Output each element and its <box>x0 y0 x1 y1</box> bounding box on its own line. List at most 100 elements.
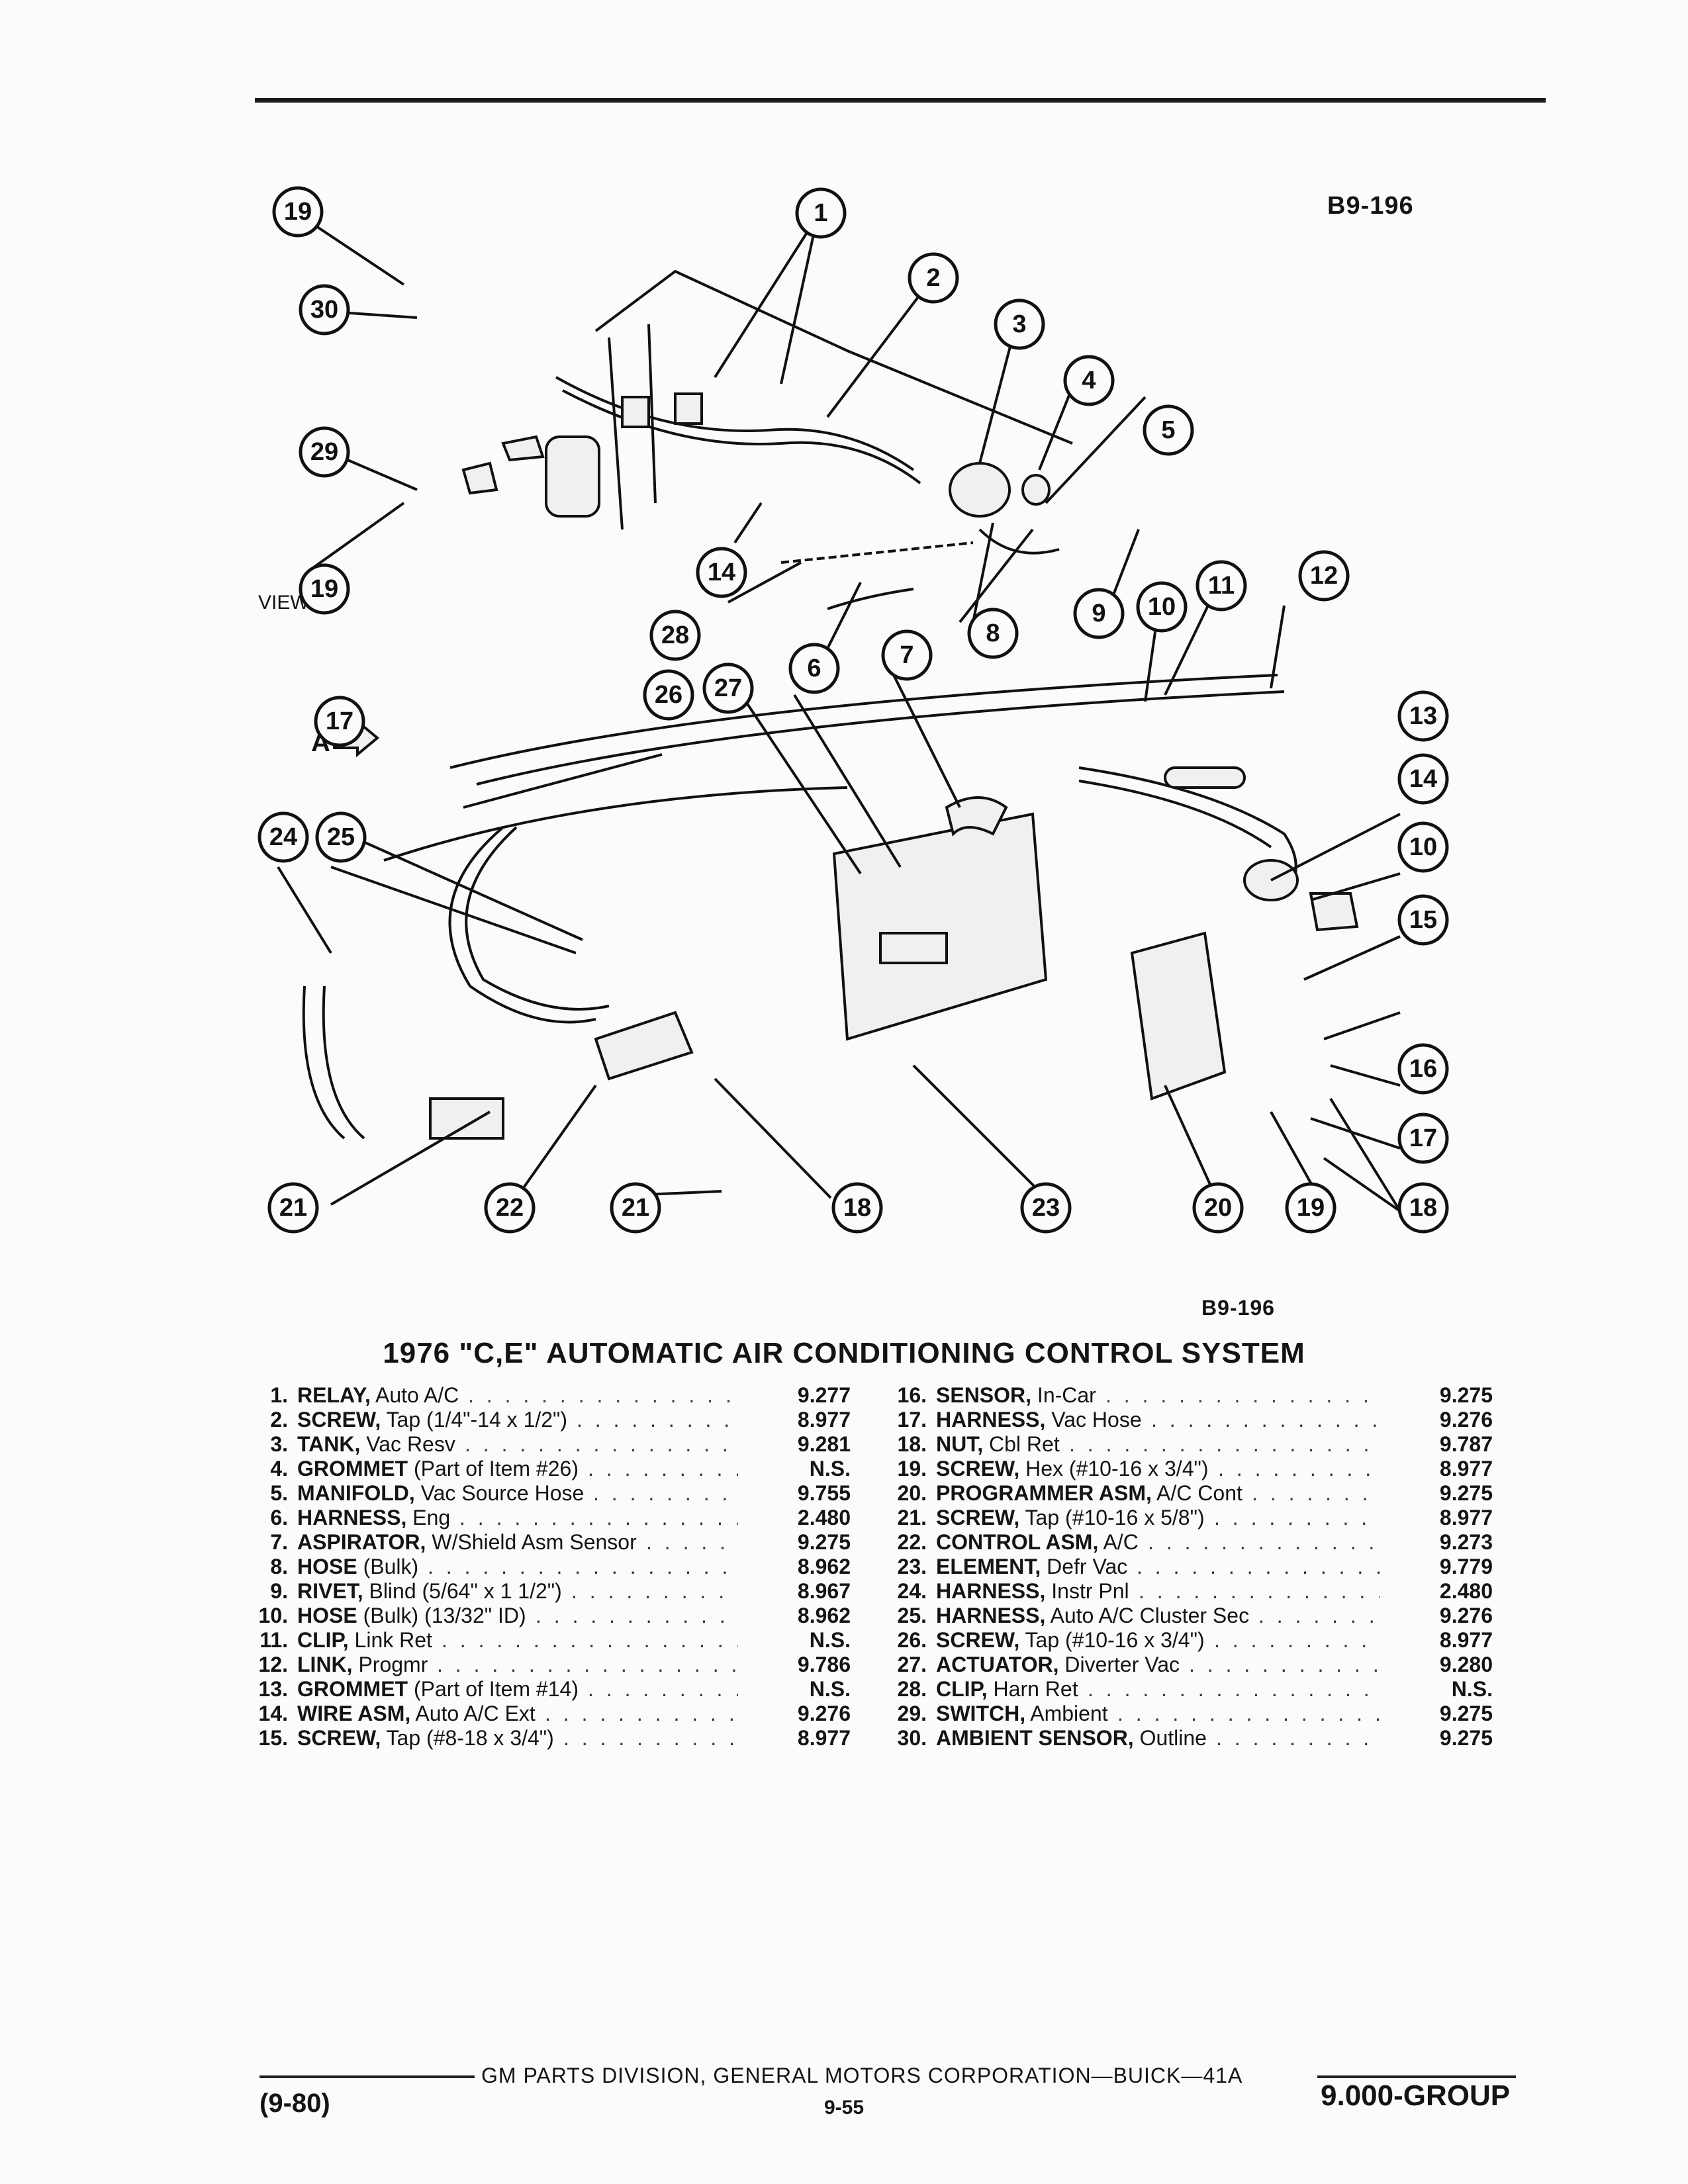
leader-dots: . . . . . . . . . . . . . . . . . . . . … <box>459 1506 738 1529</box>
parts-list-row: 3.TANK, Vac Resv. . . . . . . . . . . . … <box>235 1432 864 1457</box>
svg-text:30: 30 <box>310 296 338 324</box>
vacuum-tank-shape <box>545 435 600 518</box>
item-number: 13. <box>258 1677 288 1701</box>
parts-list-row: 25.HARNESS, Auto A/C Cluster Sec. . . . … <box>874 1604 1509 1628</box>
svg-text:17: 17 <box>326 707 353 735</box>
svg-text:15: 15 <box>1409 906 1437 934</box>
svg-text:4: 4 <box>1082 367 1096 394</box>
item-description: A/C Cont <box>1151 1481 1243 1505</box>
item-name: SWITCH, Ambient <box>936 1702 1108 1725</box>
footer-date-code: (9-80) <box>259 2089 330 2118</box>
parts-list-row: 6.HARNESS, Eng. . . . . . . . . . . . . … <box>235 1506 864 1530</box>
svg-text:18: 18 <box>843 1194 871 1222</box>
svg-text:3: 3 <box>1012 310 1026 338</box>
parts-list-row: 1.RELAY, Auto A/C. . . . . . . . . . . .… <box>235 1383 864 1408</box>
callout-21-a: 21 <box>267 1182 319 1234</box>
parts-list-row: 9.RIVET, Blind (5/64" x 1 1/2"). . . . .… <box>235 1579 864 1604</box>
callout-19-b: 19 <box>299 563 350 615</box>
group-number: 8.967 <box>797 1579 851 1603</box>
item-description: Hex (#10-16 x 3/4") <box>1019 1457 1209 1480</box>
parts-list-row: 19.SCREW, Hex (#10-16 x 3/4"). . . . . .… <box>874 1457 1509 1481</box>
item-name: GROMMET (Part of Item #14) <box>297 1677 579 1701</box>
footer-rule-left <box>259 2075 475 2078</box>
group-number: 9.786 <box>797 1653 851 1676</box>
parts-list-row: 17.HARNESS, Vac Hose. . . . . . . . . . … <box>874 1408 1509 1432</box>
leader-dots: . . . . . . . . . . . . . . . . . . . . … <box>1151 1408 1380 1432</box>
svg-text:8: 8 <box>986 619 1000 647</box>
item-name: WIRE ASM, Auto A/C Ext <box>297 1702 536 1725</box>
svg-text:20: 20 <box>1204 1194 1232 1222</box>
svg-text:28: 28 <box>661 621 689 649</box>
parts-list-row: 24.HARNESS, Instr Pnl. . . . . . . . . .… <box>874 1579 1509 1604</box>
item-description: Tap (#8-18 x 3/4") <box>381 1726 554 1750</box>
item-description: (Part of Item #14) <box>408 1677 579 1701</box>
callout-16: 16 <box>1397 1043 1449 1095</box>
parts-list-row: 13.GROMMET (Part of Item #14). . . . . .… <box>235 1677 864 1702</box>
svg-text:19: 19 <box>284 198 312 226</box>
item-name: HOSE (Bulk) (13/32" ID) <box>297 1604 526 1627</box>
item-number: 5. <box>270 1481 288 1505</box>
callout-18-a: 18 <box>1397 1182 1449 1234</box>
parts-list-row: 11.CLIP, Link Ret. . . . . . . . . . . .… <box>235 1628 864 1653</box>
callout-30: 30 <box>299 284 350 336</box>
leader-dots: . . . . . . . . . . . . . . . . . . . . … <box>468 1383 738 1407</box>
callout-17-b: 17 <box>1397 1113 1449 1164</box>
leader-lines <box>277 217 1401 1212</box>
svg-text:19: 19 <box>1297 1194 1325 1222</box>
svg-text:19: 19 <box>310 575 338 603</box>
svg-text:13: 13 <box>1409 702 1437 730</box>
callout-6: 6 <box>788 643 840 694</box>
item-description: Blind (5/64" x 1 1/2") <box>363 1579 562 1603</box>
svg-text:25: 25 <box>327 823 355 851</box>
group-number: 9.276 <box>1439 1604 1493 1627</box>
item-name: SENSOR, In-Car <box>936 1383 1096 1407</box>
svg-text:12: 12 <box>1310 562 1338 590</box>
svg-text:1: 1 <box>814 199 827 227</box>
svg-text:6: 6 <box>807 655 821 682</box>
parts-list-row: 10.HOSE (Bulk) (13/32" ID). . . . . . . … <box>235 1604 864 1628</box>
figure-code-top: B9-196 <box>1327 192 1414 220</box>
engine-view-drawing <box>461 269 1073 610</box>
group-number: N.S. <box>809 1457 851 1480</box>
svg-text:14: 14 <box>708 559 735 586</box>
callout-13: 13 <box>1397 690 1449 742</box>
parts-list-row: 8.HOSE (Bulk). . . . . . . . . . . . . .… <box>235 1555 864 1579</box>
callouts: 19 1 30 2 3 4 29 5 19 14 28 8 6 9 10 11 … <box>258 186 1449 1234</box>
ambient-sensor-outline <box>501 435 545 462</box>
svg-text:16: 16 <box>1409 1055 1437 1083</box>
item-description: Vac Source Hose <box>414 1481 585 1505</box>
item-description: Tap (#10-16 x 3/4") <box>1019 1628 1205 1652</box>
leader-dots: . . . . . . . . . . . . . . . . . . . . … <box>545 1702 738 1725</box>
callout-19-c: 19 <box>1285 1182 1336 1234</box>
callout-2: 2 <box>908 252 959 304</box>
group-number: 9.273 <box>1439 1530 1493 1554</box>
item-number: 28. <box>897 1677 927 1701</box>
item-description: Harn Ret <box>987 1677 1078 1701</box>
item-number: 26. <box>897 1628 927 1652</box>
svg-text:10: 10 <box>1148 593 1176 621</box>
item-number: 4. <box>270 1457 288 1480</box>
leader-dots: . . . . . . . . . . . . . . . . . . . . … <box>1117 1702 1380 1725</box>
item-description: Vac Resv <box>360 1432 455 1456</box>
parts-list-row: 5.MANIFOLD, Vac Source Hose. . . . . . .… <box>235 1481 864 1506</box>
group-number: 9.787 <box>1439 1432 1493 1456</box>
item-number: 9. <box>270 1579 288 1603</box>
group-number: N.S. <box>1451 1677 1493 1701</box>
group-number: 8.977 <box>797 1726 851 1750</box>
programmer-assembly <box>1130 931 1227 1101</box>
svg-text:22: 22 <box>496 1194 524 1222</box>
defroster-vac-element <box>832 812 1048 1041</box>
callout-17-a: 17 <box>314 696 365 747</box>
group-number: 9.275 <box>1439 1383 1493 1407</box>
item-name: AMBIENT SENSOR, Outline <box>936 1726 1207 1750</box>
group-number: 2.480 <box>1439 1579 1493 1603</box>
parts-list-row: 15.SCREW, Tap (#8-18 x 3/4"). . . . . . … <box>235 1726 864 1751</box>
group-number: 9.779 <box>1439 1555 1493 1578</box>
item-number: 30. <box>897 1726 927 1750</box>
parts-list-row: 4.GROMMET (Part of Item #26). . . . . . … <box>235 1457 864 1481</box>
group-number: 9.275 <box>1439 1702 1493 1725</box>
leader-dots: . . . . . . . . . . . . . . . . . . . . … <box>577 1408 738 1432</box>
parts-list-row: 18.NUT, Cbl Ret. . . . . . . . . . . . .… <box>874 1432 1509 1457</box>
group-number: 9.280 <box>1439 1653 1493 1676</box>
item-description: Eng <box>406 1506 451 1529</box>
